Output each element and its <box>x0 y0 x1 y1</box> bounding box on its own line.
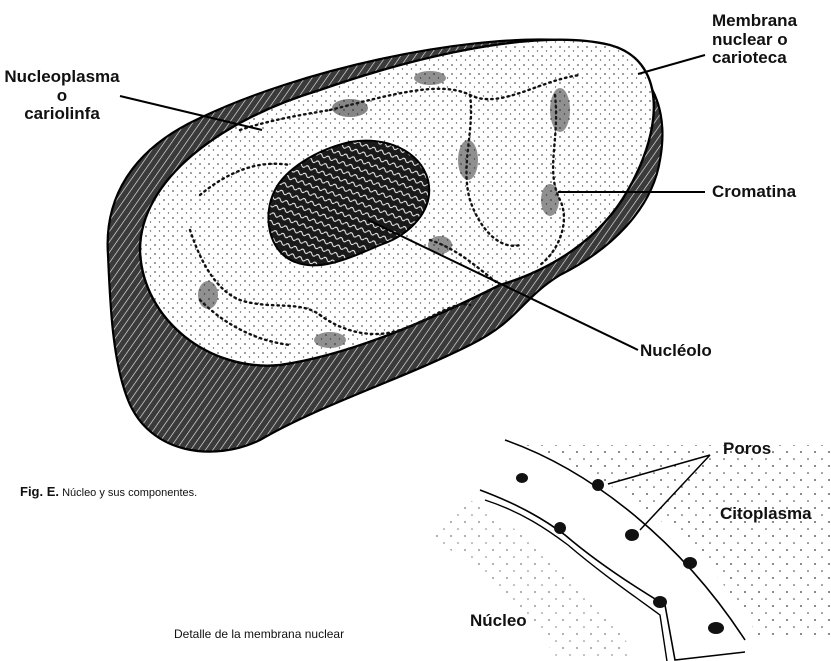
label-citoplasma: Citoplasma <box>720 505 812 524</box>
label-membrana-line1: Membrana <box>712 12 797 31</box>
label-nucleoplasma-line2: o <box>2 87 122 106</box>
label-nucleoplasma-line1: Nucleoplasma <box>2 68 122 87</box>
label-nucleo: Núcleo <box>470 612 527 631</box>
label-cromatina: Cromatina <box>712 183 796 202</box>
label-membrana-line2: nuclear o <box>712 31 797 50</box>
label-membrana-line3: carioteca <box>712 49 797 68</box>
label-nucleoplasma: Nucleoplasma o cariolinfa <box>2 68 122 124</box>
detail-caption: Detalle de la membrana nuclear <box>174 627 344 641</box>
leader-membrana <box>638 55 705 74</box>
label-nucleolo: Nucléolo <box>640 342 712 361</box>
label-nucleoplasma-line3: cariolinfa <box>2 105 122 124</box>
figure-caption-prefix: Fig. E. <box>20 484 59 499</box>
figure-caption-text: Núcleo y sus componentes. <box>62 487 197 499</box>
label-poros: Poros <box>723 440 771 459</box>
figure-caption: Fig. E. Núcleo y sus componentes. <box>20 484 197 499</box>
label-membrana: Membrana nuclear o carioteca <box>712 12 797 68</box>
